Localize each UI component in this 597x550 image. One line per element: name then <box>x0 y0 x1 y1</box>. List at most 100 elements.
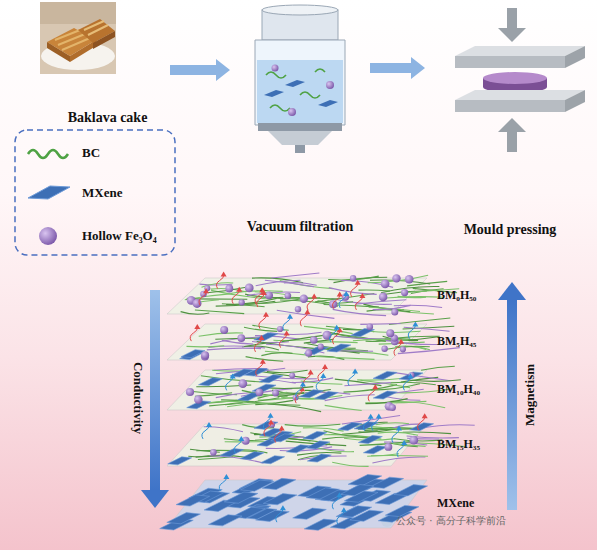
text-holder: BM₁₀H₄₀ <box>437 382 480 397</box>
bc-fiber <box>244 346 279 350</box>
filtration-apparatus <box>255 5 345 153</box>
wave-arrow <box>275 429 282 443</box>
layer-slab <box>167 324 427 360</box>
wave-arrow-head <box>407 373 413 378</box>
bc-fiber <box>394 439 442 441</box>
magnetism-arrow <box>498 282 526 510</box>
layer-label: MXene <box>437 496 474 510</box>
wave-arrow <box>333 330 340 344</box>
bc-fiber <box>285 424 341 426</box>
bc-fiber <box>353 339 408 341</box>
bc-fiber <box>376 423 409 425</box>
bc-fiber <box>344 383 390 386</box>
wave-arrow-head <box>206 422 212 427</box>
wave-arrow-head <box>299 386 305 391</box>
wave-arrow-head <box>337 292 343 297</box>
wave-arrow-head <box>320 373 326 378</box>
fe3o4-particle <box>300 295 308 303</box>
bc-fiber <box>255 336 300 340</box>
mxene-sheet <box>327 344 351 352</box>
bc-fiber <box>359 290 390 291</box>
mxene-sheet <box>314 392 338 400</box>
bc-fiber <box>246 357 284 362</box>
fe3o4-particle <box>220 326 228 334</box>
composite-layer: BM₁₅H₃₅ <box>165 418 505 470</box>
wave-arrow-head <box>287 314 293 319</box>
wave-arrow-head <box>203 288 209 293</box>
wave-arrow-head <box>352 369 358 374</box>
mxene-sheet <box>373 391 397 399</box>
fe3o4-particle <box>272 390 279 397</box>
fe3o4-particle <box>245 284 254 293</box>
wave-arrow-head <box>308 369 314 374</box>
wave-arrow <box>300 312 307 326</box>
mxene-sheet <box>399 372 423 380</box>
wave-arrow-head <box>376 414 382 419</box>
layer-illustration <box>165 318 430 364</box>
mxene-sheet <box>338 422 362 430</box>
mxene-sheet <box>340 485 374 496</box>
bc-fiber <box>187 346 225 347</box>
bc-fiber <box>257 371 307 378</box>
fe3o4-particle <box>265 291 273 299</box>
bc-fiber <box>383 346 430 350</box>
mxene-sheet <box>198 378 222 386</box>
composite-layer: BM₁₀H₄₀ <box>165 364 505 414</box>
bc-fiber <box>329 288 377 295</box>
wave-arrow-head <box>401 440 407 445</box>
layer-label: BM₁₀H₄₀ <box>437 382 480 396</box>
fe3o4-particle <box>277 326 283 332</box>
arrow-shape <box>370 57 425 79</box>
wave-arrow <box>254 338 261 352</box>
wave-arrow-head <box>368 414 374 419</box>
arrow-shape <box>170 59 230 81</box>
wave-arrow-head <box>412 322 418 327</box>
wave-arrow-head <box>343 291 349 296</box>
wave-arrow <box>392 429 399 443</box>
bc-fiber <box>315 357 374 360</box>
wave-arrow-head <box>311 293 317 298</box>
wave-arrow <box>219 477 226 491</box>
bc-fiber <box>421 366 455 370</box>
mxene-sheet <box>304 519 338 530</box>
bc-sample <box>28 150 68 158</box>
layer-illustration <box>165 364 430 414</box>
bc-fiber <box>390 382 436 385</box>
wave-arrow <box>316 376 323 390</box>
wave-arrow-head <box>398 339 404 344</box>
bc-fiber <box>324 431 374 438</box>
wave-arrow <box>232 290 239 304</box>
bc-fiber <box>301 381 343 384</box>
fe3o4-particle <box>379 293 388 302</box>
mxene-sheet <box>410 423 434 431</box>
bc-fiber <box>342 431 378 435</box>
wave-arrow <box>256 362 263 376</box>
fe3o4-particle <box>389 404 396 411</box>
fe3o4-particle <box>238 379 247 388</box>
bc-fiber <box>208 401 246 402</box>
wave-arrow <box>403 376 410 390</box>
wave-arrow-head <box>268 413 274 418</box>
fe3o4-particle <box>392 274 400 282</box>
mxene-sheet <box>306 488 340 499</box>
process-arrow <box>370 57 425 79</box>
wave-arrow-head <box>230 373 236 378</box>
wave-arrow <box>263 416 270 430</box>
fe3o4-sample <box>39 227 57 245</box>
wave-arrow-head <box>396 426 402 431</box>
bc-fiber <box>360 323 400 325</box>
fe3o4-particle <box>285 292 292 299</box>
wave-arrow-head <box>341 507 347 512</box>
bc-fiber <box>292 378 333 383</box>
text-holder: Mould pressing <box>425 222 595 238</box>
wave-arrow <box>202 425 209 439</box>
layer-label: BM₀H₅₀ <box>437 288 476 302</box>
bc-fiber <box>256 280 301 285</box>
wave-arrow <box>190 327 197 341</box>
bc-fiber <box>272 273 320 278</box>
bc-fiber <box>332 462 368 466</box>
layer-label: BM₅H₄₅ <box>437 334 476 348</box>
bc-fiber <box>398 296 426 297</box>
